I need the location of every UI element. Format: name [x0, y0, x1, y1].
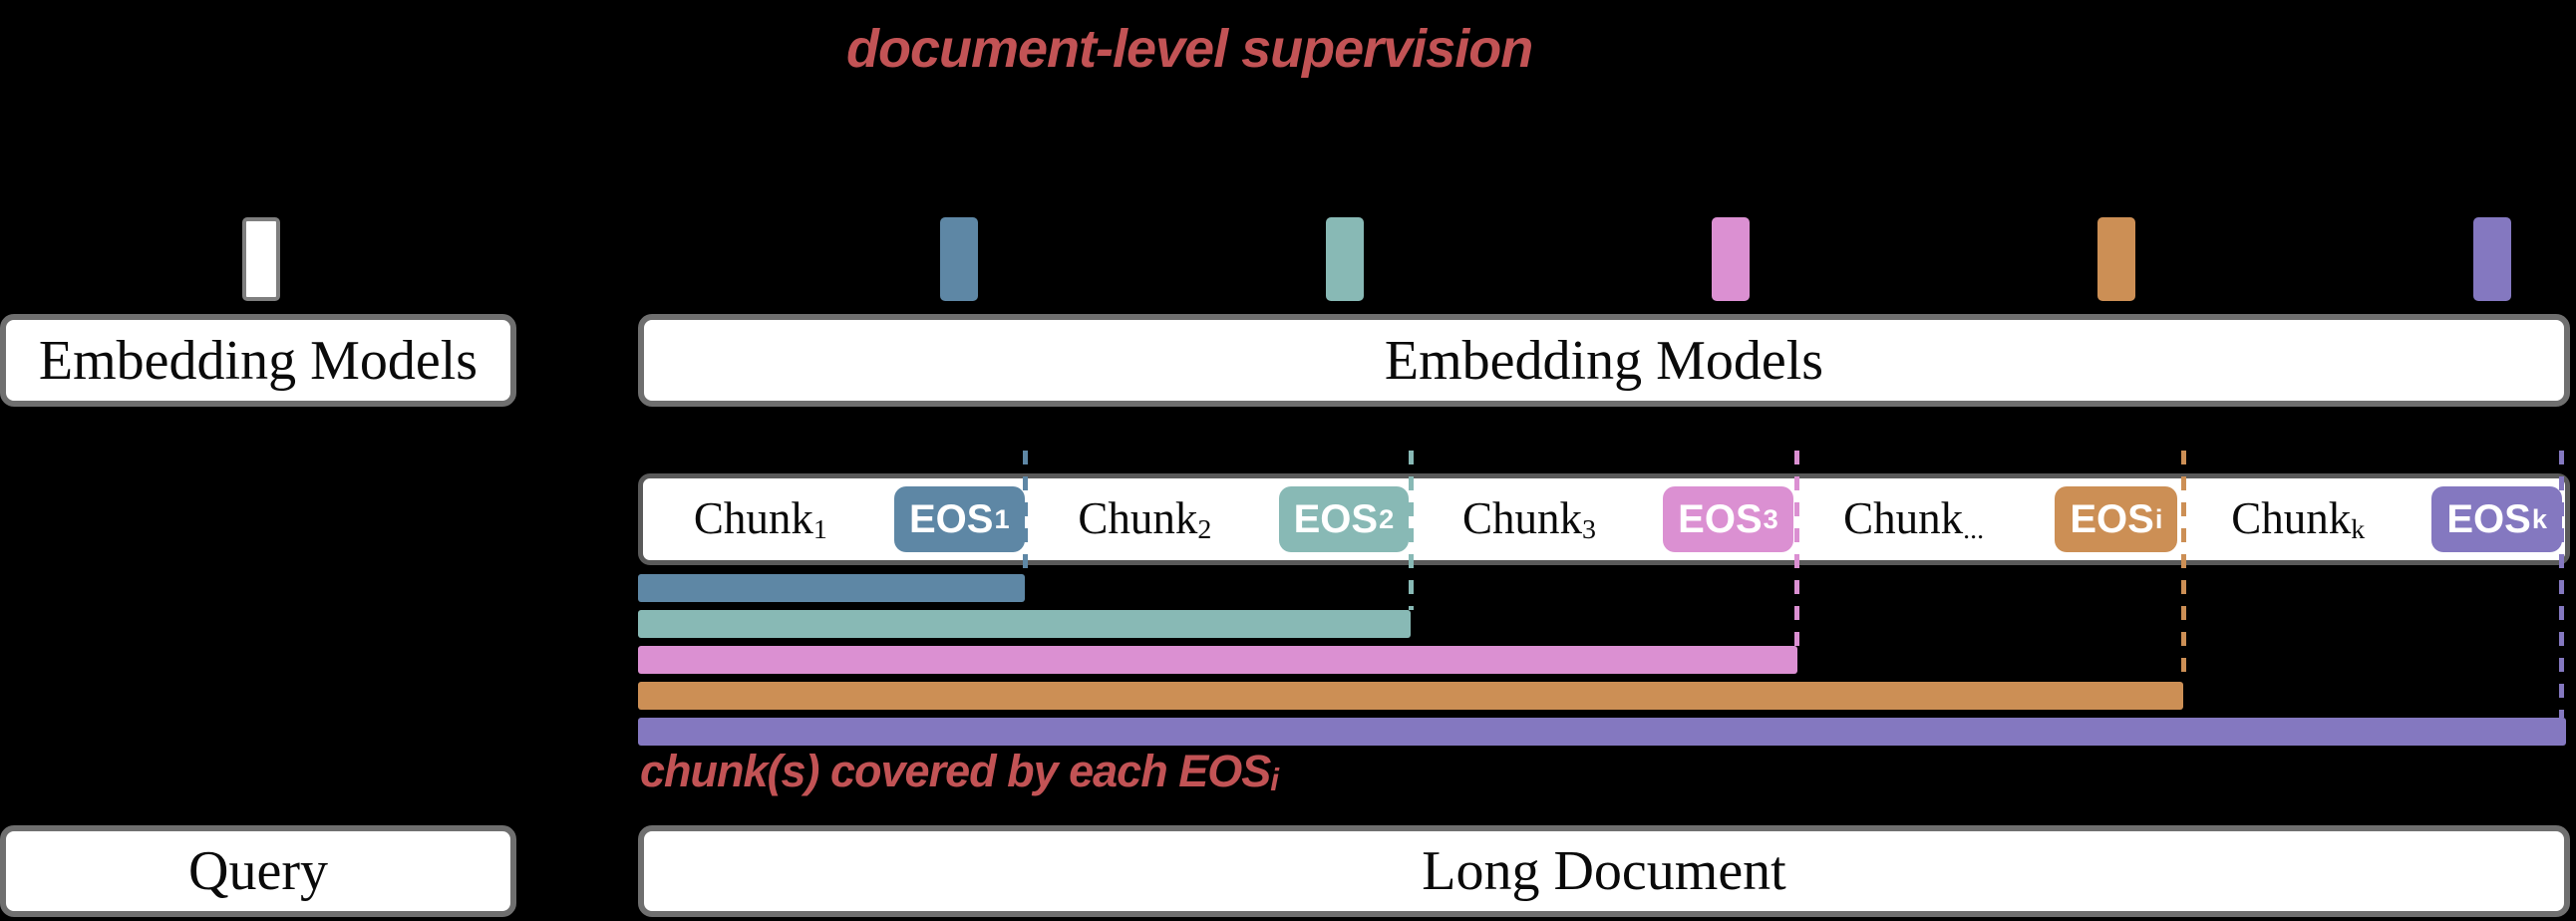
long-document-input-box: Long Document	[638, 825, 2570, 917]
chunk-label: Chunk3	[1462, 492, 1596, 545]
coverage-bar-eos1	[638, 574, 1025, 602]
chunk-label: Chunk1	[693, 492, 827, 545]
chunk-boundary-dash-1	[1023, 451, 1028, 574]
query-input-box: Query	[0, 825, 516, 917]
coverage-bar-eos3	[638, 646, 1797, 674]
query-embedding-model-box: Embedding Models	[0, 314, 516, 407]
chunk-label: Chunkk	[2231, 492, 2366, 545]
chunk-label: Chunk...	[1843, 492, 1985, 545]
coverage-bar-eosk	[638, 718, 2566, 746]
chunk-boundary-dash-2	[1409, 451, 1414, 610]
chunk-boundary-dash-k	[2559, 451, 2564, 718]
eos-embedding-token-k	[2473, 217, 2511, 301]
chunk-boundary-dash-3	[1794, 451, 1799, 646]
query-embedding-token	[242, 217, 280, 301]
coverage-caption: chunk(s) covered by each EOSi	[640, 746, 1279, 797]
coverage-bar-eos2	[638, 610, 1411, 638]
document-embedding-model-box: Embedding Models	[638, 314, 2570, 407]
chunk-boundary-dash-i	[2181, 451, 2186, 682]
coverage-bar-eosi	[638, 682, 2183, 710]
eos-embedding-token-1	[940, 217, 978, 301]
eos-embedding-token-3	[1712, 217, 1750, 301]
document-level-supervision-title: document-level supervision	[846, 19, 1533, 79]
chunk-label: Chunk2	[1078, 492, 1212, 545]
eos-embedding-token-2	[1326, 217, 1364, 301]
eos-embedding-token-i	[2097, 217, 2135, 301]
